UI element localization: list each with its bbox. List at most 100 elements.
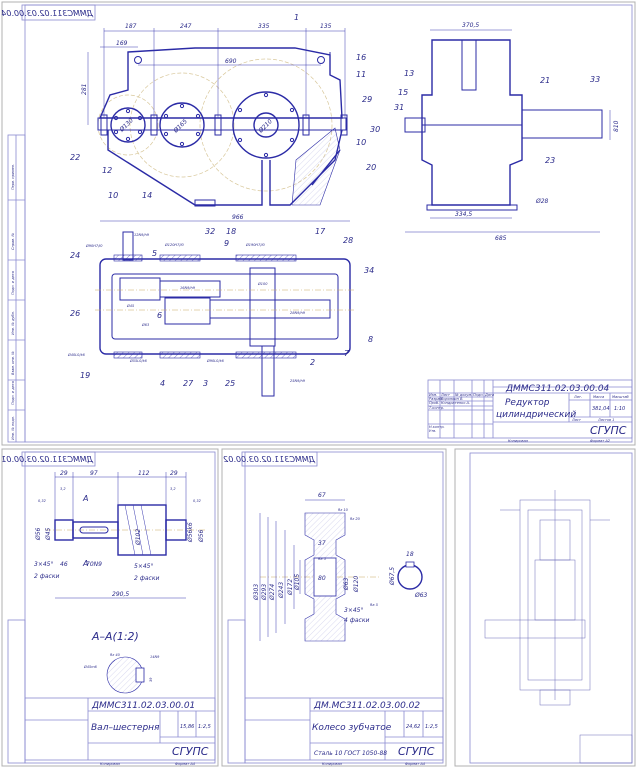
part-number-label: 31 xyxy=(394,103,404,112)
drawing-label: 3,2 xyxy=(170,487,176,491)
sheet-shaft[interactable]: ДММС311.02.03.00.01 29 97 112 29 0,32 0,… xyxy=(1,448,219,767)
dim-label: 810 xyxy=(613,120,620,132)
drawing-name: цилиндрический xyxy=(496,410,576,420)
drawing-label: 16N9/h9 xyxy=(180,286,196,290)
part-number-label: 24 xyxy=(70,251,80,260)
drawing-label: 25N9/h9 xyxy=(290,379,306,383)
drawing-label: 1:2,5 xyxy=(198,724,211,730)
drawing-label: Утв. xyxy=(429,429,436,433)
side-label: Подп. и дата xyxy=(11,381,15,405)
drawing-label: Лист xyxy=(571,418,582,422)
drawing-label: 2 фаски xyxy=(34,573,59,580)
part-callouts-front: 1 16 11 29 30 10 20 22 12 10 14 xyxy=(70,13,380,200)
drawing-label: A xyxy=(82,559,88,568)
left-margin-stamps: Перв. примен. Справ. № Подп. и дата Инв.… xyxy=(7,134,26,443)
corner-stamp: ДММС311.02.03.00.04 xyxy=(1,9,94,18)
part-number-label: 21 xyxy=(540,76,550,85)
title-block-main: Изм. Лист № докум. Подп. Дата Разраб. Пр… xyxy=(427,379,633,443)
part-number-label: 19 xyxy=(80,371,90,380)
drawing-label: 5×45° xyxy=(134,563,153,570)
dim-label: 685 xyxy=(495,235,507,242)
drawing-label: Ø63 xyxy=(343,577,350,591)
drawing-label: Копировал xyxy=(100,762,121,766)
drawing-label: Воронкин В. xyxy=(441,397,464,401)
drawing-label: 3×45° xyxy=(34,561,53,568)
title-block-gear: ДМ.МС311.02.03.00.02 Колесо зубчатое Ста… xyxy=(244,697,444,766)
sheet-assembly[interactable]: Перв. примен. Справ. № Подп. и дата Инв.… xyxy=(1,1,636,446)
part-number-label: 13 xyxy=(404,69,414,78)
drawing-label: Rz 10 xyxy=(338,508,349,512)
part-number-label: 11 xyxy=(356,70,366,79)
part-number-label: 22 xyxy=(70,153,80,162)
drawing-label: Ø45m6 xyxy=(83,664,98,669)
drawing-label: 46 xyxy=(60,561,68,568)
drawing-label: Ø274 xyxy=(269,584,276,601)
drawing-label: Лист xyxy=(440,393,451,397)
drawing-label: 3×45° xyxy=(344,607,363,614)
part-number-label: 3 xyxy=(203,379,208,388)
drawing-label: 18 xyxy=(406,551,414,558)
drawing-number: ДМ.МС311.02.03.00.02 xyxy=(313,701,420,711)
drawing-label: Н.контр. xyxy=(429,425,445,429)
part-number-label: 33 xyxy=(590,75,600,84)
part-number-label: 26 xyxy=(70,309,80,318)
part-number-label: 15 xyxy=(398,88,408,97)
drawing-label: Подп. xyxy=(473,393,484,397)
side-label: Взам. инв. № xyxy=(11,351,15,375)
drawing-label: 28N9/h9 xyxy=(290,311,306,315)
drawing-label: Ø293 xyxy=(261,584,268,601)
drawing-label: Ra 5 xyxy=(318,557,327,561)
drawing-label: Проб. xyxy=(429,401,439,405)
drawing-label: 0,32 xyxy=(38,499,47,503)
part-number-label: 12 xyxy=(102,166,112,175)
drawing-label: Формат A4 xyxy=(175,762,195,766)
drawing-label: Разраб. xyxy=(429,397,443,401)
drawing-label: Ø63 xyxy=(414,592,428,599)
drawing-label: Ø190H7/l0 xyxy=(245,242,265,247)
part-number-label: 34 xyxy=(364,266,374,275)
drawing-label: 112 xyxy=(138,470,150,477)
part-number-label: 32 xyxy=(205,227,215,236)
sheet-assembly-thumbnail[interactable] xyxy=(454,448,636,767)
front-view: 187 247 335 135 169 690 281 966 Ø130 Ø16… xyxy=(81,23,350,222)
drawing-label: Листов 1 xyxy=(597,418,614,422)
drawing-label: Кондратенко А. xyxy=(441,401,470,405)
drawing-label: Ø105 xyxy=(294,574,301,591)
sheet-gear[interactable]: ДММС311.02.03.00.02 67 Rz 20 Rz 10 Ø303 … xyxy=(221,448,447,767)
part-number-label: 7 xyxy=(344,349,350,358)
drawing-label: Копировал xyxy=(322,762,343,766)
side-view: 370,5 810 334,5 685 Ø28 13 15 31 21 33 2… xyxy=(394,22,620,242)
corner-stamp: ДММС311.02.03.00.02 xyxy=(223,455,316,464)
organization: СГУПС xyxy=(172,745,209,758)
corner-stamp: ДММС311.02.03.00.01 xyxy=(1,455,94,464)
dim-label: 690 xyxy=(225,58,237,65)
dim-label: 370,5 xyxy=(462,22,479,29)
drawing-label: 1:10 xyxy=(614,406,625,412)
drawing-label: 37 xyxy=(318,540,326,547)
side-label: Подп. и дата xyxy=(11,271,15,295)
organization: СГУПС xyxy=(398,745,435,758)
drawing-label: 3,2 xyxy=(60,487,66,491)
drawing-label: Ø303 xyxy=(253,584,260,601)
part-number-label: 29 xyxy=(362,95,372,104)
drawing-label: 4 фаски xyxy=(344,617,369,624)
dim-label: 247 xyxy=(180,23,192,30)
drawing-label: Ø40L0/k6 xyxy=(67,352,86,357)
drawing-label: Изм. xyxy=(429,393,437,397)
drawing-label: 381,04 xyxy=(592,406,610,412)
side-label: Справ. № xyxy=(11,233,15,250)
side-label: Инв. № подл. xyxy=(11,416,15,440)
part-number-label: 1 xyxy=(294,13,299,22)
drawing-label: Ø56 xyxy=(35,527,42,541)
drawing-label: Rz 40 xyxy=(110,653,121,657)
part-number-label: 4 xyxy=(160,379,165,388)
part-number-label: 9 xyxy=(224,239,229,248)
drawing-label: Т.контр. xyxy=(429,406,444,410)
drawing-label: Формат A4 xyxy=(405,762,425,766)
drawing-label: № докум. xyxy=(454,393,472,397)
part-number-label: 27 xyxy=(183,379,194,388)
dim-label: 169 xyxy=(116,40,128,47)
part-number-label: 30 xyxy=(370,125,380,134)
drawing-label: Ø102 xyxy=(135,529,142,546)
